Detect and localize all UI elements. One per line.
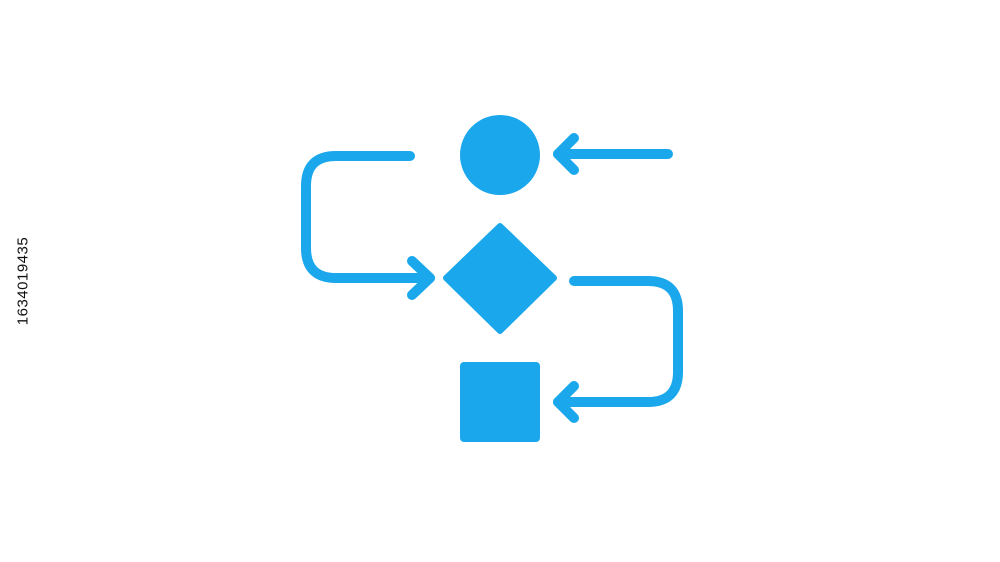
incoming-arrowhead-icon <box>553 133 579 175</box>
decision-diamond-shape <box>443 223 557 334</box>
process-square-shape <box>460 362 540 442</box>
stock-id-label: 1634019435 <box>14 236 32 326</box>
right-connector-path <box>553 276 683 407</box>
left-connector-path <box>301 151 435 283</box>
right-arrowhead-icon <box>553 381 579 423</box>
start-circle-shape <box>460 115 540 195</box>
left-arrowhead-icon <box>407 256 435 300</box>
